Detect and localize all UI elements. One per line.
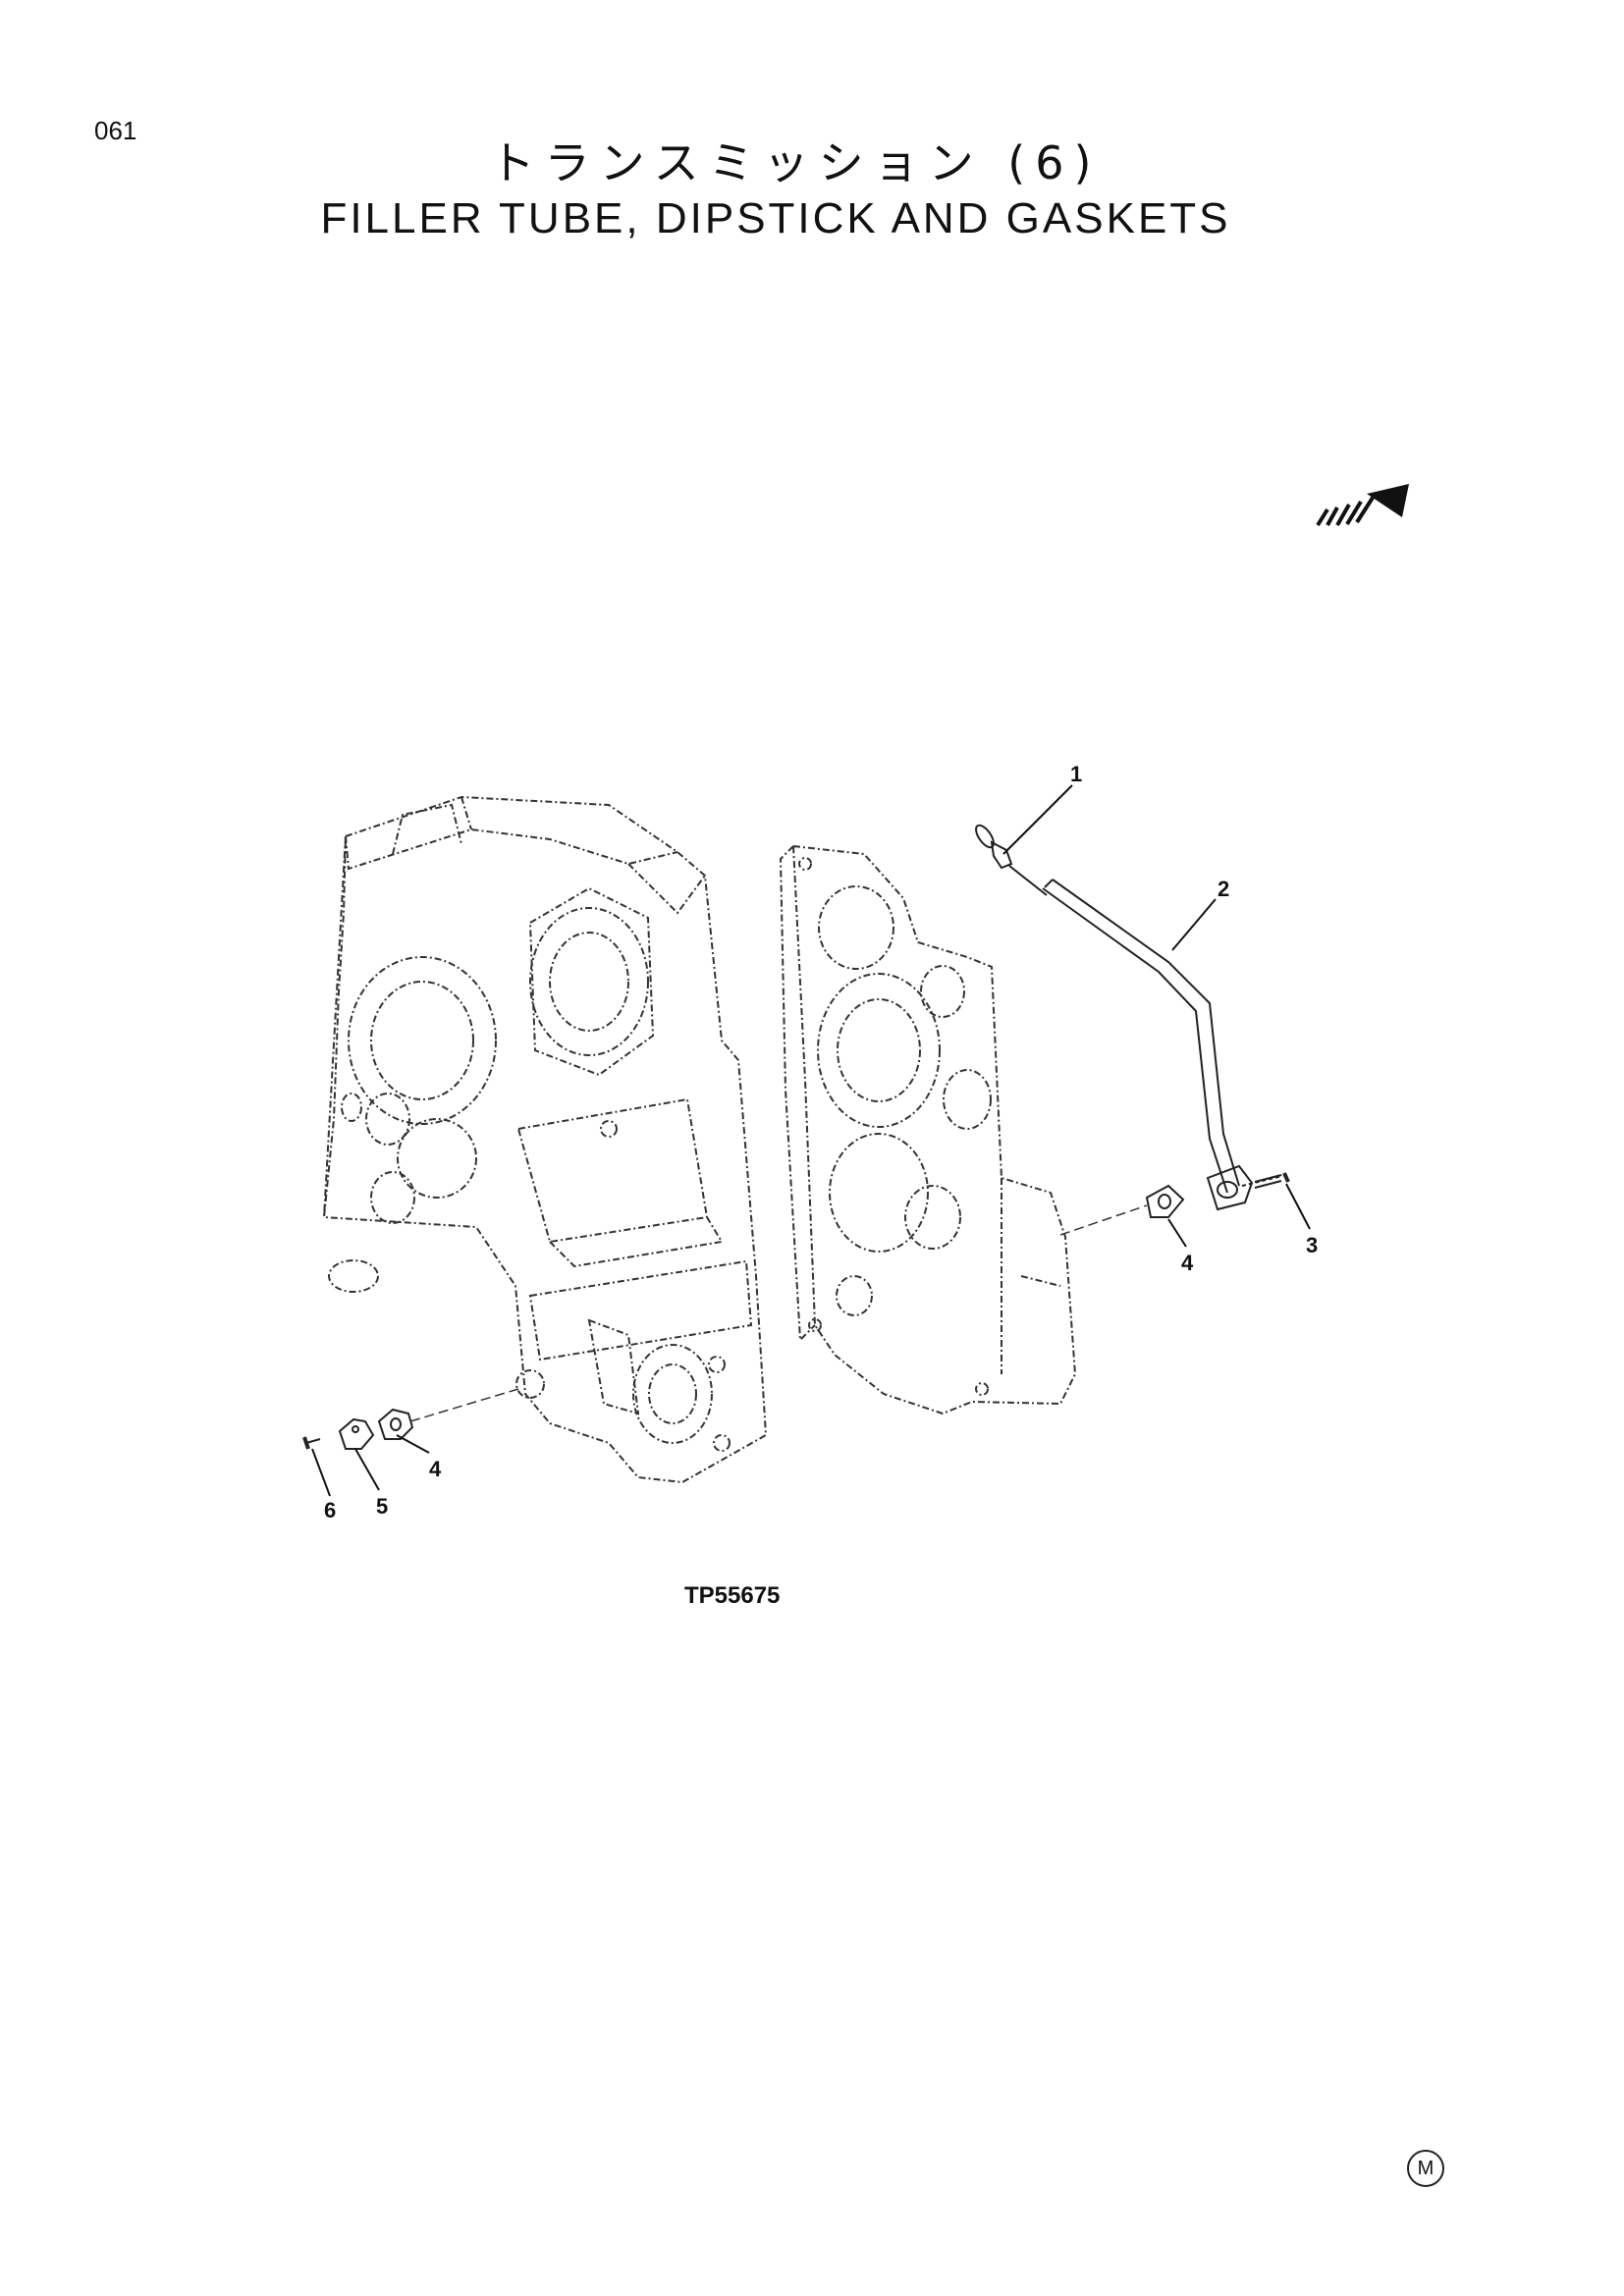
screw-6-drawing [302,1436,321,1450]
cover-plate-5-drawing [338,1417,375,1450]
figure-reference: TP55675 [684,1582,780,1609]
callout-6: 6 [324,1498,336,1522]
callout-4-upper: 4 [1181,1251,1194,1275]
assembly-line-upper [1059,1204,1148,1236]
assembly-line-lower [409,1388,519,1422]
callout-4-lower: 4 [429,1457,442,1481]
transmission-housing-drawing [322,795,768,1484]
callout-1: 1 [1070,762,1082,786]
gasket-lower-drawing [377,1408,414,1440]
gasket-upper-drawing [1145,1184,1185,1218]
leader-lines [311,784,1311,1497]
title-block: トランスミッション (6) FILLER TUBE, DIPSTICK AND … [0,135,1551,245]
transmission-cover-drawing [779,844,1077,1415]
bolt-3-drawing [1241,1172,1290,1189]
dipstick-drawing [975,824,1048,896]
callout-5: 5 [376,1494,388,1519]
callout-3: 3 [1306,1233,1318,1257]
page-number: 061 [94,116,137,145]
front-direction-arrow-icon [1316,484,1409,527]
title-japanese: トランスミッション (6) [489,136,1102,189]
corner-mark: M [1407,2150,1444,2187]
filler-tube-drawing [1042,879,1254,1211]
callout-2: 2 [1218,877,1229,901]
title-english: FILLER TUBE, DIPSTICK AND GASKETS [320,194,1231,242]
